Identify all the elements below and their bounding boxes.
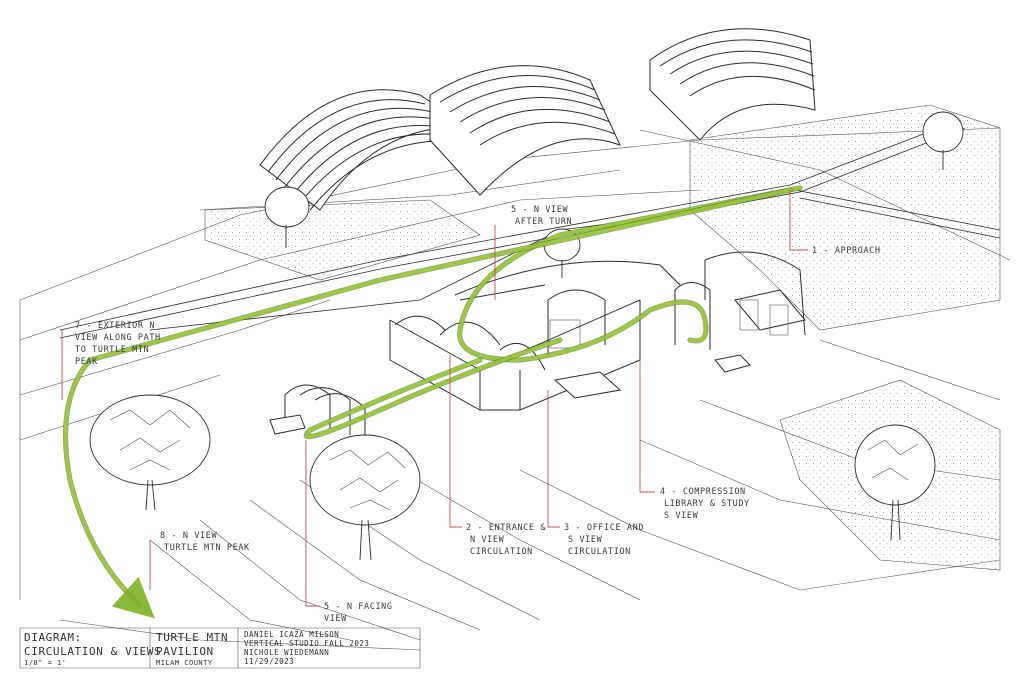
label-n-facing-2: VIEW — [324, 614, 347, 624]
label-peak-1: 8 - N VIEW — [160, 531, 217, 541]
title-project-1: TURTLE MTN — [156, 631, 228, 644]
label-peak-2: TURTLE MTN PEAK — [164, 543, 250, 553]
label-n-facing-1: 5 - N FACING — [324, 602, 393, 612]
label-office-2: S VIEW — [568, 535, 603, 545]
label-compression-1: 4 - COMPRESSION — [660, 487, 746, 497]
leader-n-facing — [305, 440, 320, 607]
label-compression-2: LIBRARY & STUDY — [664, 499, 750, 509]
vault-canopy-2 — [429, 65, 621, 196]
label-exterior-1: 7 - EXTERIOR N — [75, 321, 155, 331]
tree-right — [854, 424, 936, 541]
label-exterior-4: PEAK — [75, 357, 98, 367]
label-entrance-1: 2 - ENTRANCE & — [466, 523, 546, 533]
label-office-3: CIRCULATION — [568, 547, 631, 557]
label-entrance-2: N VIEW — [470, 535, 505, 545]
title-instructor: NICHOLE WIEDEMANN — [244, 648, 329, 657]
title-studio: VERTICAL STUDIO FALL 2023 — [244, 639, 369, 648]
tree-small-corner — [922, 111, 964, 170]
title-scale: 1/8" = 1' — [24, 659, 66, 667]
leader-approach — [789, 190, 808, 251]
tree-large-left — [89, 394, 211, 511]
label-exterior-3: TO TURTLE MTN — [75, 345, 149, 355]
title-project-2: PAVILION — [156, 645, 214, 658]
leader-compression — [639, 360, 655, 493]
tree-large-center — [309, 434, 421, 561]
title-diagram-label: DIAGRAM: — [24, 631, 82, 644]
label-compression-3: S VIEW — [664, 511, 699, 521]
circulation-route — [62, 185, 803, 619]
label-n-view-turn-2: AFTER TURN — [515, 217, 572, 227]
annotation-labels: 1 - APPROACH 2 - ENTRANCE & N VIEW CIRCU… — [75, 205, 881, 624]
label-office-1: 3 - OFFICE AND — [564, 523, 644, 533]
label-approach: 1 - APPROACH — [812, 246, 881, 256]
title-diagram-name: CIRCULATION & VIEWS — [24, 645, 161, 658]
title-author: DANIEL ICAZA MILSON — [244, 630, 339, 639]
library-wing — [674, 251, 806, 373]
title-county: MILAM COUNTY — [156, 659, 213, 667]
label-n-view-turn-1: 5 - N VIEW — [511, 205, 568, 215]
leader-entrance — [449, 355, 462, 528]
label-entrance-3: CIRCULATION — [470, 547, 533, 557]
title-date: 11/29/2023 — [244, 657, 294, 666]
small-pavilion — [269, 384, 366, 440]
leader-office — [547, 390, 560, 528]
title-block: DIAGRAM: CIRCULATION & VIEWS 1/8" = 1' T… — [19, 627, 421, 669]
tree-small-top — [264, 186, 310, 248]
vault-canopy-3 — [649, 28, 816, 141]
label-exterior-2: VIEW ALONG PATH — [75, 333, 161, 343]
leader-lines — [61, 190, 808, 607]
